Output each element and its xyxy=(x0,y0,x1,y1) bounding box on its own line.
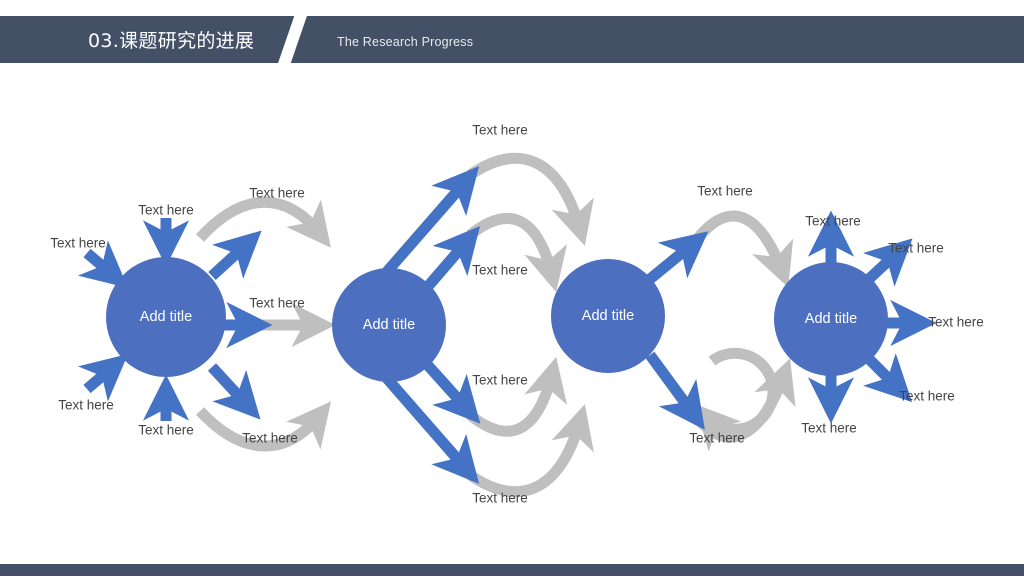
caption-text: Text here xyxy=(888,241,944,256)
node-circle-2[interactable] xyxy=(332,268,446,382)
blue-arrow-n3-downright xyxy=(645,351,705,430)
page-title: 03.课题研究的进展 xyxy=(88,30,255,52)
blue-arrow-n1-upright xyxy=(208,230,262,281)
blue-arrow-n4-upright xyxy=(862,238,913,287)
gray-curve-2-3-inner-bottom xyxy=(466,356,568,437)
caption-text: Text here xyxy=(805,214,861,229)
blue-arrow-n4-downright xyxy=(863,353,913,403)
node-label-3: Add title xyxy=(582,308,634,324)
gray-curve-2-3-outer-bottom xyxy=(466,404,594,498)
blue-arrow-in-n1-upleft xyxy=(77,240,129,288)
gray-curve-3-4-top xyxy=(693,210,794,288)
node-label-1: Add title xyxy=(140,309,192,325)
blue-arrow-n2-inner-downright xyxy=(419,357,481,424)
caption-labels: Text here Text here Text here Text here … xyxy=(50,123,984,506)
node-circle-4[interactable] xyxy=(774,262,888,376)
blue-arrow-n2-inner-upright xyxy=(419,226,481,295)
gray-curve-2-3-outer-top xyxy=(466,152,594,246)
gray-connectors xyxy=(195,152,796,498)
gray-curve-1-2-bottom xyxy=(195,401,332,452)
caption-text: Text here xyxy=(472,491,528,506)
diagram-svg: Add title Add title Add title Add title … xyxy=(50,123,984,506)
caption-text: Text here xyxy=(138,203,194,218)
caption-text: Text here xyxy=(58,398,114,413)
diagram-nodes: Add title Add title Add title Add title xyxy=(106,257,888,382)
page-subtitle: The Research Progress xyxy=(337,35,474,49)
caption-text: Text here xyxy=(242,431,298,446)
caption-text: Text here xyxy=(472,373,528,388)
node-label-2: Add title xyxy=(363,317,415,333)
caption-text: Text here xyxy=(472,123,528,138)
blue-arrow-n2-outer-upright xyxy=(379,166,480,279)
blue-arrows xyxy=(77,166,937,484)
node-circle-3[interactable] xyxy=(551,259,665,373)
caption-text: Text here xyxy=(899,389,955,404)
gray-curve-2-3-inner-top xyxy=(466,213,568,293)
caption-text: Text here xyxy=(928,315,984,330)
caption-text: Text here xyxy=(50,236,106,251)
caption-text: Text here xyxy=(801,421,857,436)
caption-text: Text here xyxy=(472,263,528,278)
caption-text: Text here xyxy=(249,296,305,311)
node-label-4: Add title xyxy=(805,311,857,327)
blue-arrow-in-n1-downleft xyxy=(77,354,129,402)
gray-curve-1-2-top xyxy=(195,196,331,248)
process-diagram: Add title Add title Add title Add title … xyxy=(0,63,1024,564)
gray-loop-3-4-tail xyxy=(694,358,796,443)
blue-arrow-n2-outer-downright xyxy=(379,371,480,484)
blue-arrow-n1-downright xyxy=(207,363,261,420)
caption-text: Text here xyxy=(249,186,305,201)
blue-arrow-n3-upright xyxy=(646,231,709,284)
slide-footer xyxy=(0,564,1024,576)
slide-header xyxy=(0,16,1024,63)
caption-text: Text here xyxy=(138,423,194,438)
node-circle-1[interactable] xyxy=(106,257,226,377)
caption-text: Text here xyxy=(697,184,753,199)
diagonal-slash-divider-icon xyxy=(274,16,310,63)
caption-text: Text here xyxy=(689,431,745,446)
